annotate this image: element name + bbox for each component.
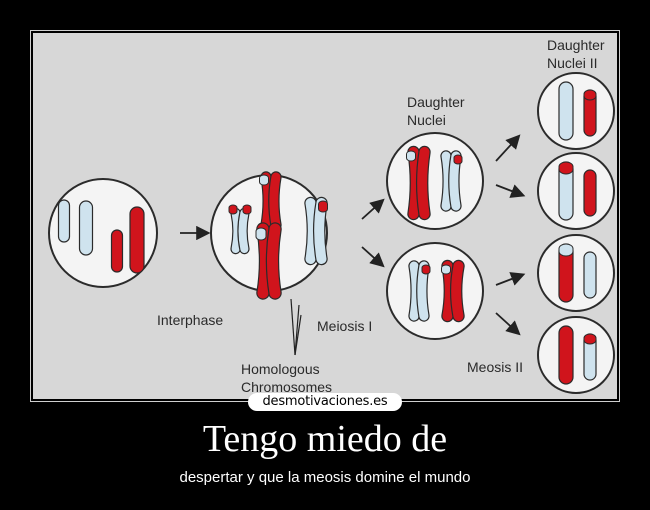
replicated-chromosome	[230, 207, 250, 255]
crossover-segment	[242, 204, 252, 215]
label-daughter-nuclei: Daughter Nuclei	[407, 94, 465, 128]
chromosome	[78, 200, 94, 256]
poster-title: Tengo miedo de	[202, 418, 448, 460]
chromosome	[583, 251, 597, 299]
crossover-segment	[421, 264, 431, 275]
crossover-segment	[558, 243, 574, 257]
diagram-graphic	[48, 72, 615, 394]
pointer-line	[294, 314, 302, 356]
label-meiosis-2: Meosis II	[467, 359, 524, 375]
meiosis-diagram: Daughter Nuclei Daughter Nuclei II Inter…	[33, 33, 617, 399]
process-arrow	[495, 134, 521, 162]
cell-meiosis-1	[210, 171, 328, 300]
crossover-segment	[583, 333, 597, 345]
cell-daughter-nucleus-2-2	[537, 152, 615, 230]
label-homologous-chromosomes: Homologous Chromosomes	[241, 361, 333, 395]
pointer-line	[290, 298, 296, 356]
process-arrow	[361, 198, 385, 220]
chromosome	[110, 229, 124, 273]
crossover-segment	[558, 161, 574, 175]
replicated-chromosome	[260, 171, 282, 231]
chromosome	[129, 206, 145, 274]
chromosome	[583, 169, 597, 217]
process-arrow	[361, 246, 385, 268]
cell-daughter-nucleus-2-3	[537, 234, 615, 312]
process-arrow	[495, 272, 526, 286]
process-arrow	[495, 312, 521, 336]
crossover-segment	[318, 200, 328, 213]
poster-caption: despertar y que la meosis domine el mund…	[179, 469, 471, 486]
label-interphase: Interphase	[157, 312, 224, 328]
crossover-segment	[406, 150, 416, 162]
crossover-segment	[228, 204, 238, 215]
crossover-segment	[255, 227, 267, 241]
cell-interphase	[48, 178, 158, 288]
cell-daughter-nucleus-1	[386, 132, 484, 230]
label-meiosis-1: Meiosis I	[317, 318, 373, 334]
site-watermark: desmotivaciones.es	[248, 393, 402, 411]
crossover-segment	[259, 174, 269, 186]
label-daughter-nuclei-2: Daughter Nuclei II	[547, 37, 605, 71]
replicated-chromosome	[407, 145, 431, 221]
crossover-segment	[453, 154, 463, 165]
crossover-segment	[441, 264, 451, 275]
cell-daughter-nucleus-2-4	[537, 316, 615, 394]
chromosome	[558, 325, 574, 385]
cell-daughter-nucleus-2	[386, 242, 484, 340]
chromosome	[558, 81, 574, 141]
cell-daughter-nucleus-2-1	[537, 72, 615, 150]
chromosome	[57, 199, 71, 243]
crossover-segment	[583, 89, 597, 101]
process-arrow	[495, 184, 526, 198]
